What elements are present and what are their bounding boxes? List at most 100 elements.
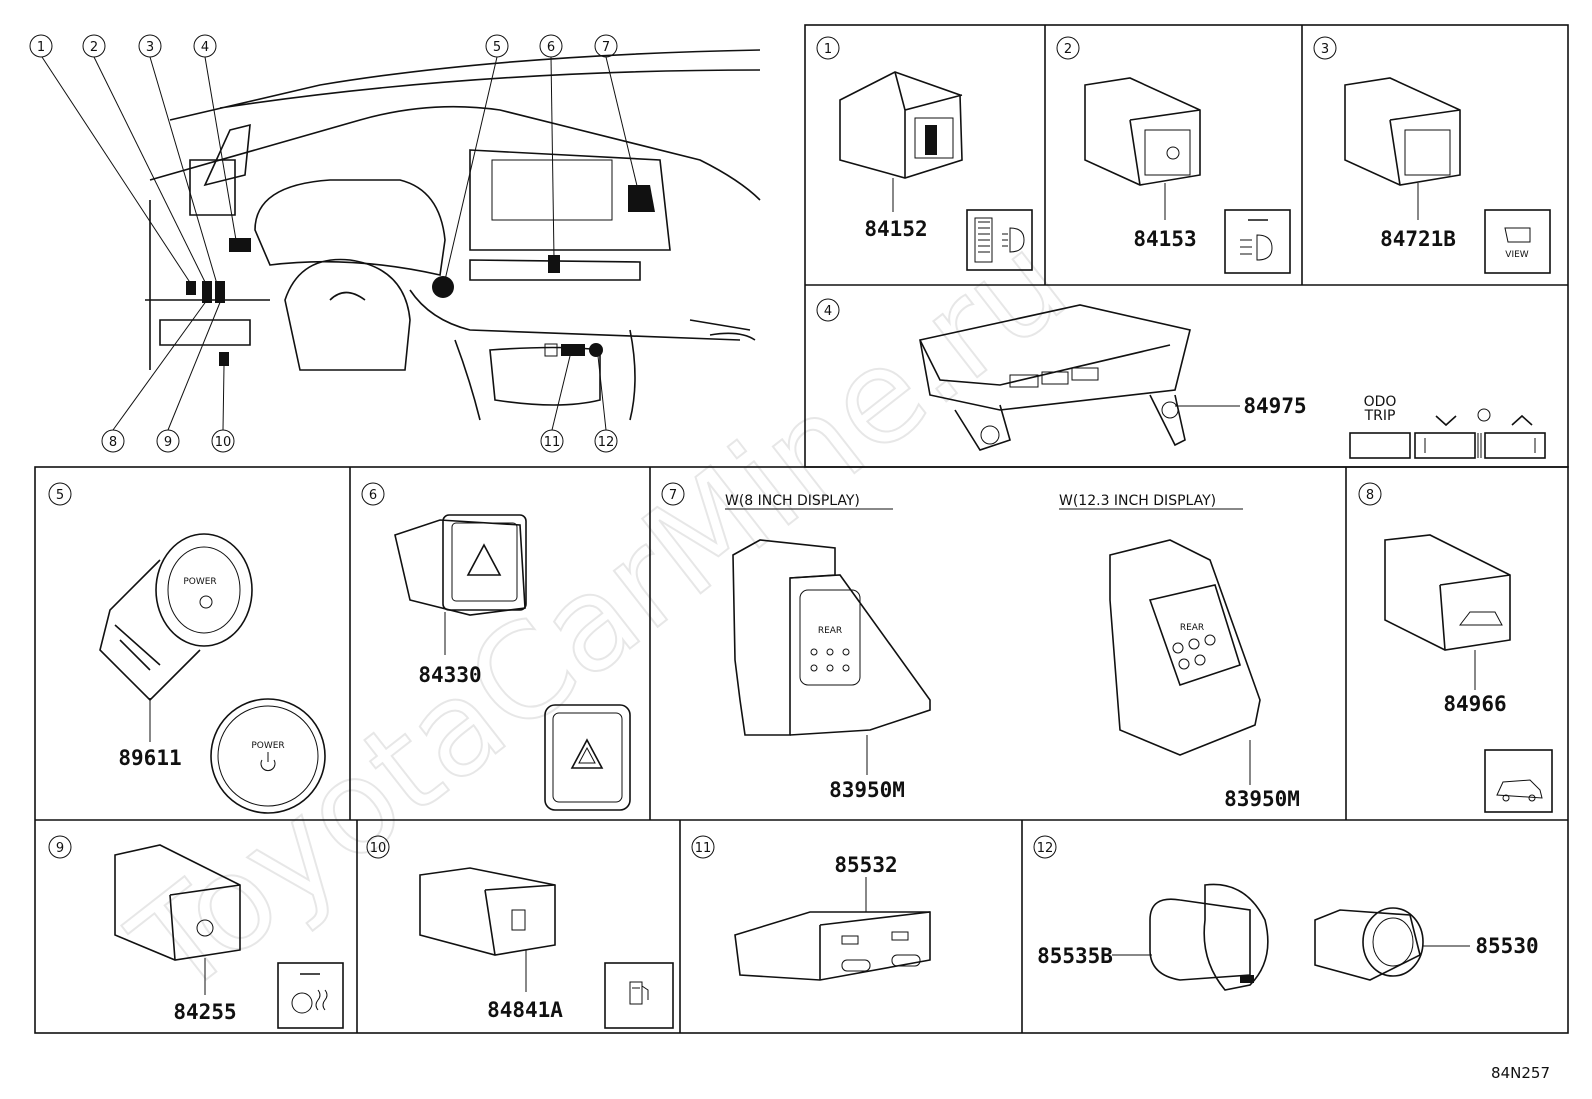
fuel-door-switch-illustration: [419, 867, 556, 956]
panel-8: 8 84966: [1358, 482, 1553, 813]
panel-12-number: 12: [1037, 841, 1054, 856]
dashboard-overview: [41, 49, 761, 431]
power-button-icon: POWER: [210, 698, 326, 814]
heated-steering-switch-illustration: [114, 844, 241, 961]
callout-5: 5: [485, 34, 509, 58]
power-switch-label: POWER: [183, 577, 216, 587]
rear-climate-switch-12-inch-illustration: REAR: [1109, 539, 1261, 756]
auto-high-beam-icon: [1224, 209, 1291, 274]
part-number-85535b: 85535B: [1037, 944, 1113, 968]
panel-grid: [34, 24, 1569, 1034]
panel-5-number: 5: [56, 488, 64, 503]
power-outlet-85535b-illustration: [1149, 883, 1269, 991]
panel-3-number: 3: [1321, 42, 1329, 57]
part-number-83950m-12-inch: 83950M: [1224, 787, 1300, 811]
callout-2-label: 2: [90, 40, 98, 55]
panel-5: 5 POWER 89611 POWER: [48, 482, 326, 814]
part-number-83950m-8-inch: 83950M: [829, 778, 905, 802]
panel-2-number: 2: [1064, 42, 1072, 57]
callout-9: 9: [156, 429, 180, 453]
panel-10-number: 10: [370, 841, 387, 856]
heated-steering-icon: [277, 962, 344, 1029]
panel-6-number: 6: [369, 488, 377, 503]
note-12-3-inch-display: W(12.3 INCH DISPLAY): [1059, 493, 1216, 509]
part-number-84721b: 84721B: [1380, 227, 1456, 251]
callout-12: 12: [594, 429, 618, 453]
rear-label-1: REAR: [818, 626, 842, 636]
callout-8-label: 8: [109, 435, 117, 450]
meter-control-switch-illustration: [919, 304, 1191, 451]
power-switch-illustration: POWER: [99, 533, 253, 702]
callout-11-label: 11: [544, 435, 561, 450]
rear-label-2: REAR: [1180, 623, 1204, 633]
power-icon-label: POWER: [251, 741, 284, 751]
usb-port-illustration: [734, 911, 931, 981]
part-number-84975: 84975: [1243, 394, 1306, 418]
panel-1-number: 1: [824, 42, 832, 57]
hazard-switch-illustration: [394, 514, 527, 616]
panel-11-number: 11: [695, 841, 712, 856]
callout-8: 8: [101, 429, 125, 453]
part-number-89611: 89611: [118, 746, 181, 770]
odo-label: ODO: [1364, 394, 1397, 410]
diagram-code: 84N257: [1491, 1064, 1550, 1082]
panel-9: 9 84255: [48, 835, 344, 1029]
odo-trip-buttons-icon: ODO TRIP: [1349, 394, 1546, 459]
callout-4: 4: [193, 34, 217, 58]
callout-9-label: 9: [164, 435, 172, 450]
panel-1: 1 84152: [816, 36, 1033, 271]
note-8-inch-display: W(8 INCH DISPLAY): [725, 493, 860, 509]
power-outlet-85530-illustration: [1314, 907, 1424, 981]
dimmer-icon: [966, 209, 1033, 271]
switch-84152-illustration: [839, 71, 963, 179]
part-number-84966: 84966: [1443, 692, 1506, 716]
callout-11: 11: [540, 429, 564, 453]
panel-12: 12 85535B 85530: [1033, 835, 1539, 991]
switch-84966-illustration: [1384, 534, 1511, 651]
callout-10-label: 10: [215, 435, 232, 450]
part-number-84841a: 84841A: [487, 998, 563, 1022]
panel-4: 4 84975 ODO TRIP: [816, 298, 1546, 459]
switch-84721b-illustration: [1344, 77, 1461, 186]
part-number-85532: 85532: [834, 853, 897, 877]
panel-10: 10 84841A: [366, 835, 674, 1029]
panel-2: 2 84153: [1056, 36, 1291, 274]
panel-4-number: 4: [824, 304, 832, 319]
part-number-85530: 85530: [1475, 934, 1538, 958]
panel-11: 11 85532: [691, 835, 931, 981]
fuel-pump-icon: [604, 962, 674, 1029]
trip-label: TRIP: [1364, 408, 1396, 424]
watermark: ToyotaCarMine.ru: [105, 205, 1094, 1025]
part-number-84152: 84152: [864, 217, 927, 241]
callout-1: 1: [29, 34, 53, 58]
chevron-up-icon: [1511, 414, 1533, 426]
callout-2: 2: [82, 34, 106, 58]
part-number-84153: 84153: [1133, 227, 1196, 251]
callout-10: 10: [211, 429, 235, 453]
panel-6: 6 84330: [361, 482, 631, 811]
panel-7: 7 W(8 INCH DISPLAY) W(12.3 INCH DISPLAY)…: [661, 482, 1300, 811]
callout-6: 6: [539, 34, 563, 58]
part-number-84330: 84330: [418, 663, 481, 687]
chevron-down-icon: [1435, 415, 1457, 427]
hazard-icon: [544, 704, 631, 811]
callout-7: 7: [594, 34, 618, 58]
callout-5-label: 5: [493, 40, 501, 55]
callout-6-label: 6: [547, 40, 555, 55]
callout-3-label: 3: [146, 40, 154, 55]
view-icon-label: VIEW: [1505, 250, 1528, 260]
switch-84153-illustration: [1084, 77, 1201, 186]
overview-callouts: 1 2 3 4 5 6 7 8 9 10 11 12: [29, 34, 618, 453]
callout-7-label: 7: [602, 40, 610, 55]
panel-7-number: 7: [669, 488, 677, 503]
callout-3: 3: [138, 34, 162, 58]
callout-12-label: 12: [598, 435, 615, 450]
panel-9-number: 9: [56, 841, 64, 856]
part-number-84255: 84255: [173, 1000, 236, 1024]
view-icon: VIEW: [1484, 209, 1551, 274]
panel-8-number: 8: [1366, 488, 1374, 503]
panel-3: 3 84721B VIEW: [1313, 36, 1551, 274]
rear-climate-switch-8-inch-illustration: REAR: [732, 539, 931, 736]
suv-icon: [1484, 749, 1553, 813]
